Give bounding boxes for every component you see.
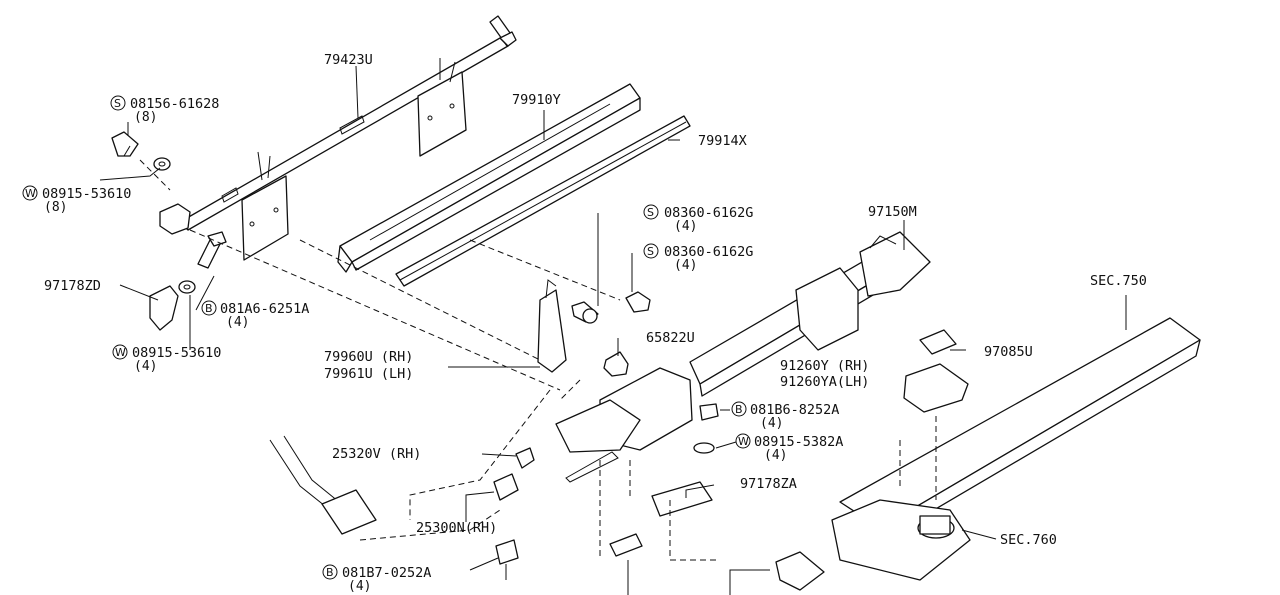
washer-w08915-a bbox=[153, 157, 171, 171]
label-91260y: 91260Y (RH) bbox=[780, 358, 869, 374]
label-08360-6162g-a: 08360-6162G bbox=[664, 205, 753, 221]
sec750-rail bbox=[831, 317, 1201, 581]
switch-25320v bbox=[515, 447, 535, 469]
label-91260ya: 91260YA(LH) bbox=[780, 374, 869, 390]
leader-lines bbox=[99, 65, 1127, 595]
rail-79910y bbox=[337, 83, 641, 273]
label-08915-5382a: 08915-5382A bbox=[754, 434, 843, 450]
label-97178zd: 97178ZD bbox=[44, 278, 101, 294]
label-sec760: SEC.760 bbox=[1000, 532, 1057, 548]
prefix-b-081a6: B bbox=[205, 302, 213, 315]
prefix-s-08360-a: S bbox=[647, 206, 654, 219]
label-08915-53610-a: 08915-53610 bbox=[42, 186, 131, 202]
label-79910y: 79910Y bbox=[512, 92, 561, 108]
label-25320v: 25320V (RH) bbox=[332, 446, 421, 462]
switch-25300n bbox=[493, 473, 519, 501]
rail-79914x bbox=[395, 115, 691, 287]
label-97085u: 97085U bbox=[984, 344, 1033, 360]
qty-08915-c: (4) bbox=[764, 448, 787, 463]
label-08915-53610-b: 08915-53610 bbox=[132, 345, 221, 361]
rail-tube-79423u bbox=[159, 15, 517, 261]
qty-08915-b: (4) bbox=[134, 359, 157, 374]
label-08156-61628: 08156-61628 bbox=[130, 96, 219, 112]
label-65822u: 65822U bbox=[646, 330, 695, 346]
clip-97178za bbox=[651, 481, 713, 517]
label-sec750: SEC.750 bbox=[1090, 273, 1147, 289]
reference-lines bbox=[139, 159, 937, 561]
prefix-w-08915-b: W bbox=[115, 346, 126, 359]
bolt-b081a6 bbox=[197, 231, 227, 269]
clip-97178zd bbox=[149, 285, 179, 331]
prefix-s-08156: S bbox=[114, 97, 121, 110]
labels: 79423U S 08156-61628 (8) W 08915-53610 (… bbox=[22, 52, 1147, 594]
bolt-b081b7 bbox=[495, 539, 519, 580]
label-79961u: 79961U (LH) bbox=[324, 366, 413, 382]
qty-08915-a: (8) bbox=[44, 200, 67, 215]
bumper-65822u bbox=[603, 351, 629, 377]
bolt-s08360-a bbox=[571, 301, 599, 324]
qty-081b7: (4) bbox=[348, 579, 371, 594]
qty-08360-a: (4) bbox=[674, 219, 697, 234]
cover-91260y bbox=[903, 363, 969, 413]
prefix-w-08915-c: W bbox=[738, 435, 749, 448]
label-081b7-0252a: 081B7-0252A bbox=[342, 565, 431, 581]
bolt-s08156 bbox=[111, 131, 139, 157]
label-97150m: 97150M bbox=[868, 204, 917, 220]
bolt-s08360-b bbox=[625, 291, 651, 313]
label-25300n: 25300N(RH) bbox=[416, 520, 497, 536]
lower-block bbox=[775, 551, 825, 591]
cable-lower-left bbox=[269, 435, 377, 535]
prefix-s-08360-b: S bbox=[647, 245, 654, 258]
qty-08156: (8) bbox=[134, 110, 157, 125]
qty-08360-b: (4) bbox=[674, 258, 697, 273]
label-08360-6162g-b: 08360-6162G bbox=[664, 244, 753, 260]
label-97178za: 97178ZA bbox=[740, 476, 797, 492]
prefix-b-081b7: B bbox=[326, 566, 334, 579]
prefix-b-081b6: B bbox=[735, 403, 743, 416]
frame-assembly-97150m bbox=[555, 231, 931, 483]
label-79960u: 79960U (RH) bbox=[324, 349, 413, 365]
pad-97085u bbox=[919, 329, 957, 355]
prefix-w-08915-a: W bbox=[25, 187, 36, 200]
qty-081a6: (4) bbox=[226, 315, 249, 330]
label-081b6-8252a: 081B6-8252A bbox=[750, 402, 839, 418]
label-79423u: 79423U bbox=[324, 52, 373, 68]
washer-w08915-b bbox=[178, 280, 196, 294]
label-79914x: 79914X bbox=[698, 133, 747, 149]
qty-081b6: (4) bbox=[760, 416, 783, 431]
label-081a6-6251a: 081A6-6251A bbox=[220, 301, 309, 317]
bolt-b081b6 bbox=[693, 403, 719, 454]
hinge-bracket bbox=[537, 279, 567, 373]
lower-bracket bbox=[609, 533, 643, 557]
